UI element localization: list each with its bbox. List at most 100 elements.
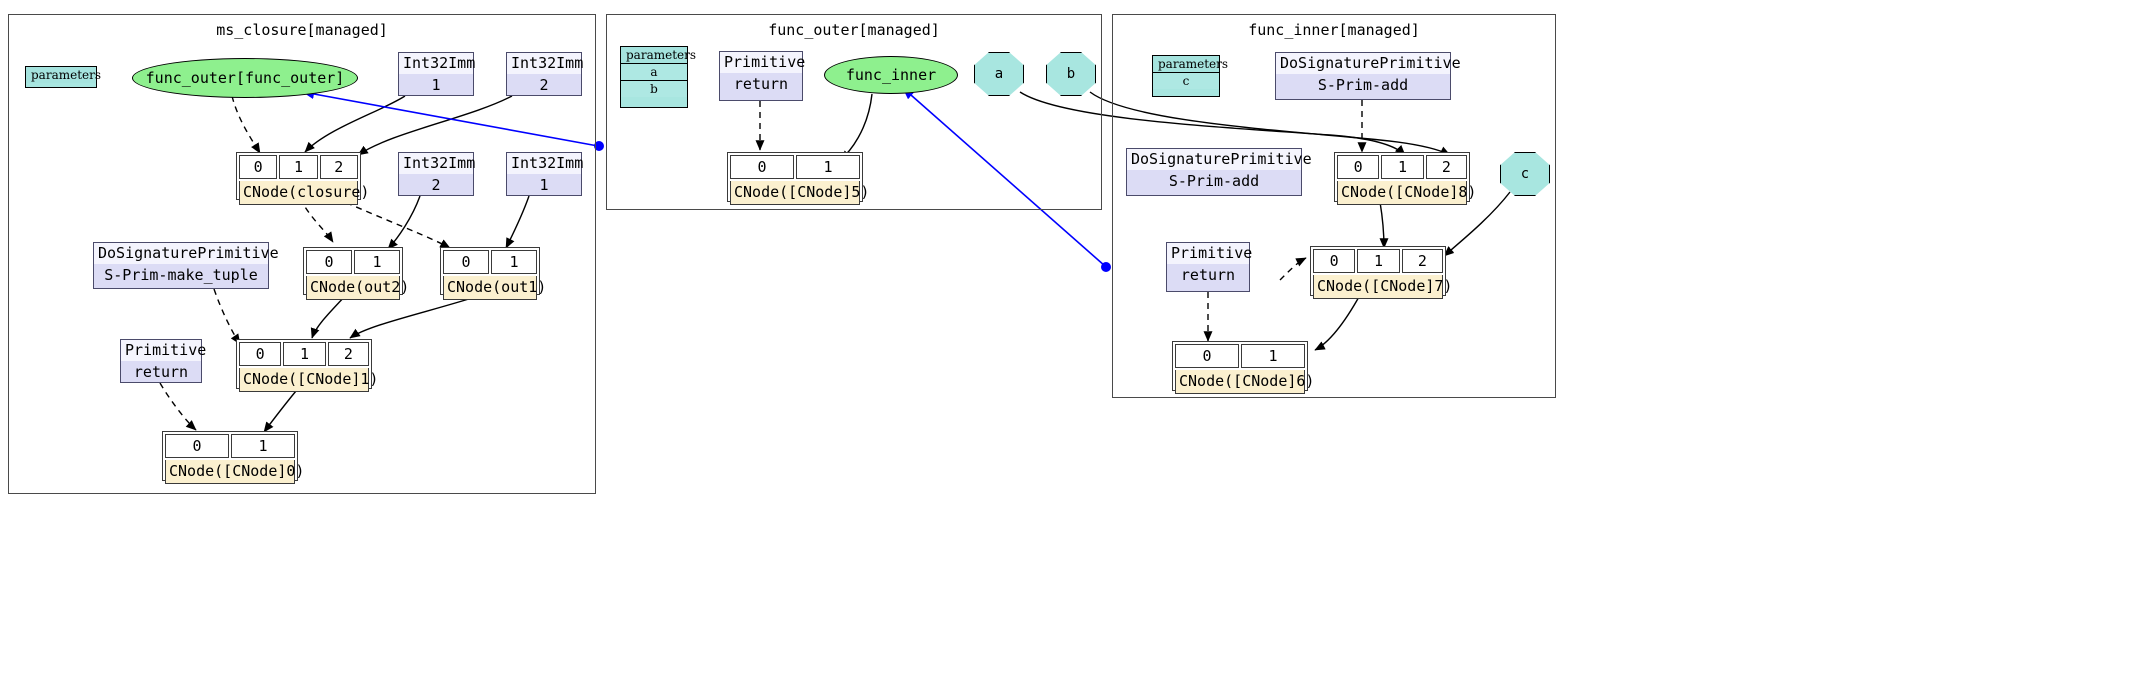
- cluster-ms-closure: ms_closure[managed]: [8, 14, 596, 494]
- cnode-out2[interactable]: 0 1 CNode(out2): [303, 247, 409, 300]
- cnode-cnode7-port-1[interactable]: 1: [1357, 249, 1400, 274]
- cnode-cnode1-port-0[interactable]: 0: [239, 342, 282, 367]
- prim-return-fi-title: Primitive: [1167, 243, 1252, 264]
- cnode-out1-port-0[interactable]: 0: [443, 250, 489, 275]
- cnode-closure-port-2[interactable]: 2: [319, 155, 358, 180]
- prim-make-tuple-title: DoSignaturePrimitive: [94, 243, 279, 264]
- prim-return-fi-body: return: [1180, 265, 1236, 284]
- cnode-out1-port-1[interactable]: 1: [491, 250, 537, 275]
- cnode-closure-port-1[interactable]: 1: [279, 155, 318, 180]
- cluster-func-outer: func_outer[managed]: [606, 14, 1102, 210]
- prim-make-tuple: DoSignaturePrimitive S-Prim-make_tuple: [93, 242, 279, 289]
- cnode-out1-ports: 0 1: [443, 250, 537, 275]
- cnode-out1-label: CNode(out1): [443, 276, 546, 300]
- free-var-a-octagon[interactable]: a: [974, 52, 1024, 96]
- cnode-cnode6-label: CNode([CNode]6): [1175, 370, 1314, 394]
- cnode-cnode7-ports: 0 1 2: [1313, 249, 1443, 274]
- parameters-header-func-outer: parameters: [621, 47, 696, 64]
- cnode-cnode8[interactable]: 0 1 2 CNode([CNode]8): [1334, 152, 1476, 205]
- cnode-cnode5-ports: 0 1: [730, 155, 860, 180]
- cnode-cnode1-port-1[interactable]: 1: [283, 342, 326, 367]
- parameter-item-b: b: [621, 81, 687, 97]
- parameters-table-ms-closure: parameters: [25, 66, 101, 88]
- int32imm-node-1: Int32Imm 1: [398, 52, 475, 96]
- prim-return-fo-title: Primitive: [720, 52, 805, 73]
- cnode-cnode6-ports: 0 1: [1175, 344, 1305, 369]
- cnode-cnode5-label: CNode([CNode]5): [730, 181, 869, 205]
- cnode-cnode8-ports: 0 1 2: [1337, 155, 1467, 180]
- cnode-cnode8-port-1[interactable]: 1: [1381, 155, 1424, 180]
- cluster-title-func-inner: func_inner[managed]: [1248, 21, 1420, 39]
- cnode-cnode1[interactable]: 0 1 2 CNode([CNode]1): [236, 339, 378, 392]
- prim-add-top-body: S-Prim-add: [1317, 75, 1409, 94]
- cnode-cnode7-port-0[interactable]: 0: [1313, 249, 1356, 274]
- func-outer-ellipse[interactable]: func_outer[func_outer]: [132, 58, 358, 98]
- func-outer-ellipse-label: func_outer[func_outer]: [145, 69, 345, 87]
- prim-return-func-outer: Primitive return: [719, 51, 805, 101]
- cluster-title-func-outer: func_outer[managed]: [768, 21, 940, 39]
- parameter-item-c: c: [1153, 73, 1219, 89]
- cnode-closure-port-0[interactable]: 0: [239, 155, 278, 180]
- cnode-cnode1-port-2[interactable]: 2: [327, 342, 369, 367]
- cnode-out2-ports: 0 1: [306, 250, 400, 275]
- parameters-table-func-inner: parameters c: [1152, 55, 1228, 97]
- prim-return-fo-body: return: [733, 74, 789, 93]
- free-var-a-label: a: [994, 66, 1004, 82]
- int32imm-node-3: Int32Imm 2: [398, 152, 475, 196]
- cluster-title-ms-closure: ms_closure[managed]: [216, 21, 388, 39]
- parameter-item-a: a: [621, 64, 687, 81]
- int32imm-title-2: Int32Imm: [507, 53, 583, 74]
- cnode-closure-label: CNode(closure): [239, 181, 369, 205]
- prim-return-ms-title: Primitive: [121, 340, 206, 361]
- cnode-cnode0[interactable]: 0 1 CNode([CNode]0): [162, 431, 304, 484]
- prim-add-lower-body: S-Prim-add: [1168, 171, 1260, 190]
- parameters-header-func-inner: parameters: [1153, 56, 1228, 73]
- prim-return-ms-body: return: [133, 362, 189, 381]
- cnode-cnode5[interactable]: 0 1 CNode([CNode]5): [727, 152, 869, 205]
- cnode-closure-ports: 0 1 2: [239, 155, 358, 180]
- cnode-closure[interactable]: 0 1 2 CNode(closure): [236, 152, 369, 205]
- int32imm-value-3: 2: [431, 175, 441, 194]
- free-var-c-label: c: [1520, 166, 1530, 182]
- prim-add-lower: DoSignaturePrimitive S-Prim-add: [1126, 148, 1312, 196]
- cnode-cnode0-port-1[interactable]: 1: [231, 434, 295, 459]
- func-inner-ellipse[interactable]: func_inner: [824, 56, 958, 94]
- int32imm-title-4: Int32Imm: [507, 153, 583, 174]
- cnode-cnode7-port-2[interactable]: 2: [1401, 249, 1443, 274]
- prim-return-func-inner: Primitive return: [1166, 242, 1252, 292]
- prim-add-top: DoSignaturePrimitive S-Prim-add: [1275, 52, 1461, 100]
- func-inner-ellipse-label: func_inner: [845, 66, 937, 84]
- cnode-out2-label: CNode(out2): [306, 276, 409, 300]
- prim-add-top-title: DoSignaturePrimitive: [1276, 53, 1461, 74]
- cnode-cnode5-port-1[interactable]: 1: [796, 155, 860, 180]
- free-var-b-octagon[interactable]: b: [1046, 52, 1096, 96]
- cnode-cnode5-port-0[interactable]: 0: [730, 155, 794, 180]
- int32imm-value-2: 2: [539, 75, 549, 94]
- prim-add-lower-title: DoSignaturePrimitive: [1127, 149, 1312, 170]
- int32imm-title-3: Int32Imm: [399, 153, 475, 174]
- cluster-func-inner: func_inner[managed]: [1112, 14, 1556, 398]
- prim-make-tuple-body: S-Prim-make_tuple: [104, 265, 258, 284]
- int32imm-title-1: Int32Imm: [399, 53, 475, 74]
- int32imm-node-2: Int32Imm 2: [506, 52, 583, 96]
- cnode-out2-port-1[interactable]: 1: [354, 250, 400, 275]
- int32imm-node-4: Int32Imm 1: [506, 152, 583, 196]
- free-var-c-octagon[interactable]: c: [1500, 152, 1550, 196]
- cnode-cnode0-port-0[interactable]: 0: [165, 434, 229, 459]
- cnode-cnode6-port-1[interactable]: 1: [1241, 344, 1305, 369]
- cnode-cnode1-label: CNode([CNode]1): [239, 368, 378, 392]
- cnode-out2-port-0[interactable]: 0: [306, 250, 352, 275]
- cnode-cnode6[interactable]: 0 1 CNode([CNode]6): [1172, 341, 1314, 394]
- cnode-cnode7-label: CNode([CNode]7): [1313, 275, 1452, 299]
- cnode-cnode8-port-0[interactable]: 0: [1337, 155, 1380, 180]
- free-var-b-label: b: [1066, 66, 1076, 82]
- cnode-cnode8-port-2[interactable]: 2: [1425, 155, 1467, 180]
- cnode-cnode6-port-0[interactable]: 0: [1175, 344, 1239, 369]
- int32imm-value-1: 1: [431, 75, 441, 94]
- cnode-cnode7[interactable]: 0 1 2 CNode([CNode]7): [1310, 246, 1452, 299]
- prim-return-ms-closure: Primitive return: [120, 339, 206, 383]
- cnode-cnode8-label: CNode([CNode]8): [1337, 181, 1476, 205]
- cnode-cnode0-label: CNode([CNode]0): [165, 460, 304, 484]
- cnode-out1[interactable]: 0 1 CNode(out1): [440, 247, 546, 300]
